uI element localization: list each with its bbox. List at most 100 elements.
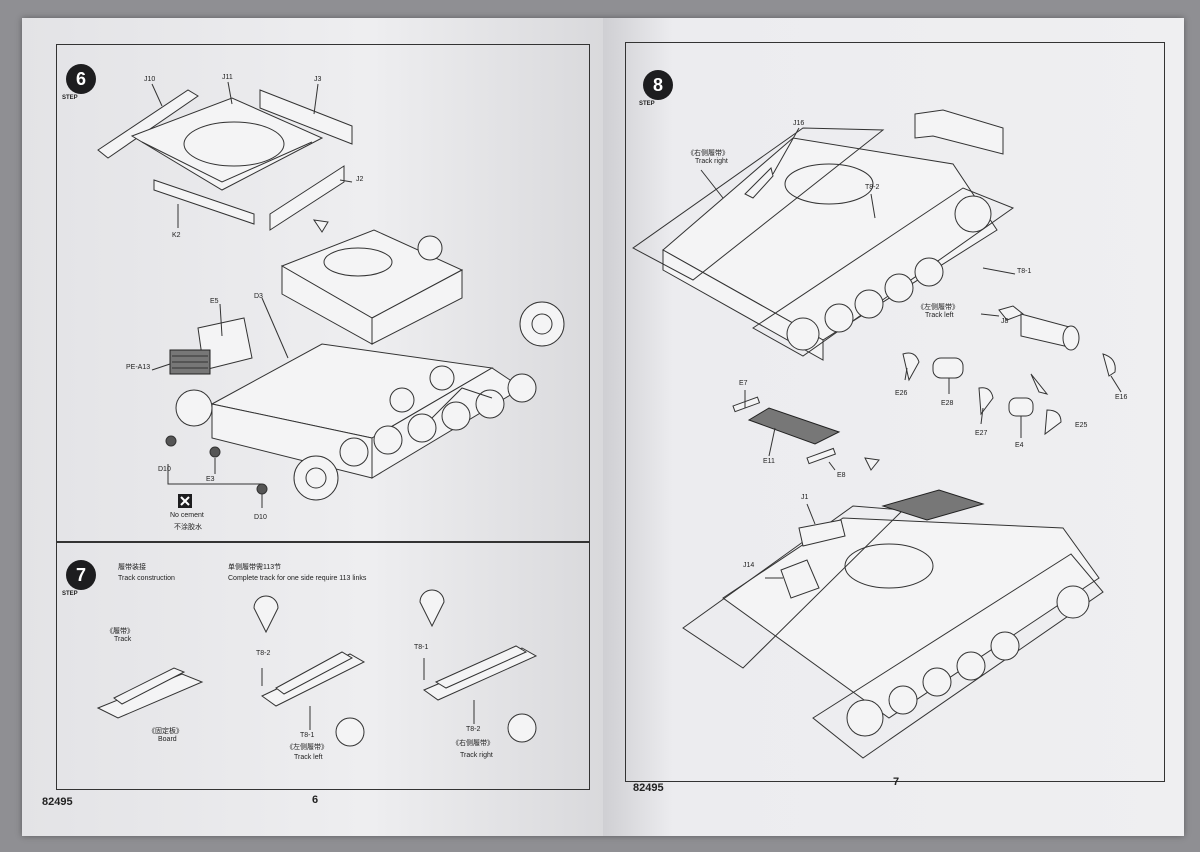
label-pe-a13: PE-A13 bbox=[126, 364, 151, 371]
step-7-word: STEP bbox=[62, 591, 78, 597]
page-6-number: 6 bbox=[312, 794, 319, 806]
drive-sprocket bbox=[519, 301, 565, 347]
part-j1 bbox=[798, 519, 846, 547]
label-d10-b: D10 bbox=[254, 514, 267, 521]
track-right-cn: 《右侧履带》 bbox=[452, 740, 494, 747]
callout-pin-1 bbox=[253, 595, 279, 634]
track-right-en: Track right bbox=[695, 158, 728, 165]
label-e16: E16 bbox=[1115, 394, 1128, 401]
label-j2: J2 bbox=[356, 176, 364, 183]
no-cement-text-cn: 不涂胶水 bbox=[174, 524, 202, 531]
label-t8-1-left: T8-1 bbox=[300, 732, 315, 739]
track-right-en: Track right bbox=[460, 752, 493, 759]
step-6-panel bbox=[56, 44, 590, 542]
step-7-panel bbox=[56, 542, 590, 790]
label-j11: J11 bbox=[222, 74, 233, 81]
label-t8-1-right: T8-1 bbox=[414, 644, 429, 651]
label-e4: E4 bbox=[1015, 442, 1024, 449]
step-6-badge: 6 bbox=[66, 64, 96, 94]
label-j1: J1 bbox=[801, 494, 809, 501]
track-left-en: Track left bbox=[925, 312, 954, 319]
part-j8 bbox=[998, 305, 1024, 321]
page-7-number: 7 bbox=[893, 776, 900, 788]
track-links-2 bbox=[275, 651, 354, 695]
label-e3: E3 bbox=[206, 476, 215, 483]
track-left-en: Track left bbox=[294, 754, 323, 761]
step-8-badge: 8 bbox=[643, 70, 673, 100]
label-e7: E7 bbox=[739, 380, 748, 387]
board-3 bbox=[422, 647, 538, 701]
label-e28: E28 bbox=[941, 400, 954, 407]
page-6-code: 82495 bbox=[42, 796, 73, 808]
callout-circle-1 bbox=[335, 717, 365, 747]
callout-pin-2 bbox=[419, 589, 445, 628]
upper-muffler bbox=[914, 109, 1004, 155]
idler-wheel bbox=[175, 389, 213, 427]
label-j8: J8 bbox=[1001, 318, 1009, 325]
step-7-title-cn: 履带装接 bbox=[118, 564, 146, 571]
board-label-en: Board bbox=[158, 736, 177, 743]
label-t8-1: T8-1 bbox=[1017, 268, 1032, 275]
step-7-req-en: Complete track for one side require 113 … bbox=[228, 575, 367, 582]
track-links-3 bbox=[434, 645, 528, 689]
label-j10: J10 bbox=[144, 76, 156, 83]
part-e26 bbox=[902, 352, 920, 382]
plate-j2 bbox=[269, 165, 345, 231]
board-2 bbox=[261, 653, 366, 707]
label-e26: E26 bbox=[895, 390, 908, 397]
page-6: 6 STEP bbox=[22, 18, 603, 836]
step-7-req-cn: 单侧履带需113节 bbox=[228, 564, 282, 571]
label-e11: E11 bbox=[763, 458, 775, 465]
label-e27: E27 bbox=[975, 430, 988, 437]
track-label-cn: 《履带》 bbox=[106, 628, 134, 635]
label-t8-2-left: T8-2 bbox=[256, 650, 271, 657]
step-8-panel bbox=[625, 42, 1165, 782]
part-e16 bbox=[1102, 353, 1116, 377]
step-6-drawing bbox=[96, 81, 565, 747]
plate-j10 bbox=[97, 89, 199, 159]
plate-j3 bbox=[259, 89, 353, 145]
roof-plate-j11 bbox=[130, 97, 324, 191]
step-6-word: STEP bbox=[62, 95, 78, 101]
page-7: 8 STEP bbox=[603, 18, 1184, 836]
label-j3: J3 bbox=[314, 76, 322, 83]
track-links-1 bbox=[113, 667, 186, 705]
label-t8-2: T8-2 bbox=[865, 184, 880, 191]
label-d3: D3 bbox=[254, 293, 263, 300]
part-e7 bbox=[732, 396, 761, 413]
label-e5: E5 bbox=[210, 298, 219, 305]
board-label-cn: 《固定板》 bbox=[148, 728, 183, 735]
no-cement-text: No cement bbox=[170, 512, 204, 519]
label-j16: J16 bbox=[793, 120, 805, 127]
lower-grille bbox=[881, 489, 985, 521]
track-left-cn: 《左侧履带》 bbox=[917, 304, 959, 311]
callout-circle-2 bbox=[507, 713, 537, 743]
part-e28 bbox=[932, 357, 964, 379]
track-right-cn: 《右侧履带》 bbox=[687, 150, 729, 157]
step-8-drawing bbox=[632, 109, 1122, 759]
page-7-code: 82495 bbox=[633, 782, 664, 794]
front-road-wheel bbox=[293, 455, 339, 501]
part-j14 bbox=[780, 559, 820, 599]
label-e8: E8 bbox=[837, 472, 846, 479]
label-e25: E25 bbox=[1075, 422, 1088, 429]
instruction-booklet-spread: 6 STEP bbox=[22, 18, 1184, 836]
step-7-title-en: Track construction bbox=[118, 575, 175, 582]
label-j14: J14 bbox=[743, 562, 755, 569]
part-e27 bbox=[978, 387, 994, 416]
label-t8-2-right: T8-2 bbox=[466, 726, 481, 733]
part-e4 bbox=[1008, 397, 1034, 417]
plate-k2 bbox=[153, 179, 255, 225]
track-label-en: Track bbox=[114, 636, 132, 643]
label-k2: K2 bbox=[172, 232, 181, 239]
track-left-cn: 《左侧履带》 bbox=[286, 744, 328, 751]
lower-track-left bbox=[812, 553, 1104, 759]
part-e25 bbox=[1044, 409, 1062, 436]
upper-track-right bbox=[632, 127, 885, 281]
grille-e11 bbox=[747, 407, 841, 445]
label-d10-a: D10 bbox=[158, 466, 171, 473]
step-7-badge: 7 bbox=[66, 560, 96, 590]
upper-track-left bbox=[752, 187, 1015, 357]
step-8-word: STEP bbox=[639, 101, 655, 107]
part-e8 bbox=[806, 447, 837, 465]
